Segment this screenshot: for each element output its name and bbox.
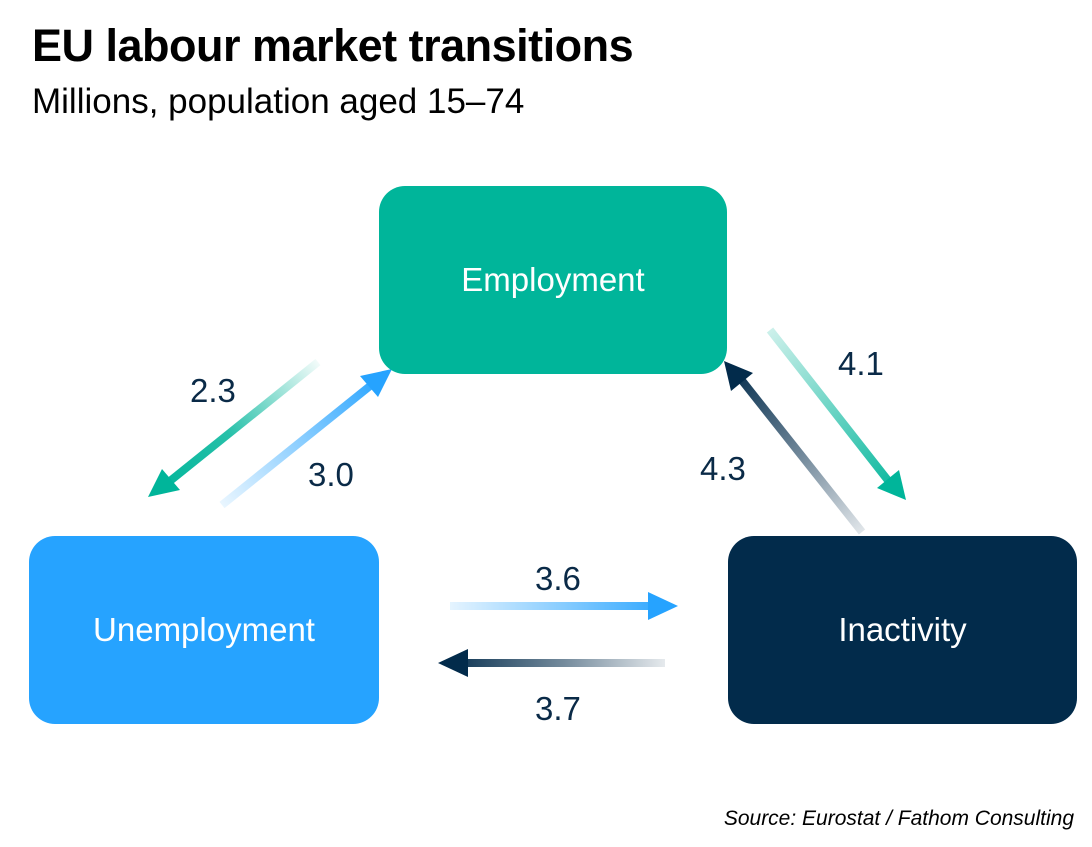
- arrow-employment-to-inactivity: [766, 327, 906, 500]
- label-employment-to-unemployment: 2.3: [190, 372, 236, 409]
- inactivity-box: Inactivity: [728, 536, 1077, 724]
- chart-subtitle: Millions, population aged 15–74: [32, 82, 525, 121]
- arrow-unemployment-to-inactivity: [450, 592, 678, 620]
- label-inactivity-to-employment: 4.3: [700, 450, 746, 487]
- chart-title: EU labour market transitions: [32, 20, 634, 71]
- arrow-employment-to-unemployment: [148, 358, 321, 497]
- label-unemployment-to-employment: 3.0: [308, 456, 354, 493]
- arrow-inactivity-to-unemployment: [438, 649, 665, 677]
- source-note: Source: Eurostat / Fathom Consulting: [723, 807, 1074, 830]
- label-unemployment-to-inactivity: 3.6: [535, 560, 581, 597]
- arrow-unemployment-to-employment: [219, 369, 392, 509]
- employment-box: Employment: [379, 186, 727, 374]
- arrow-inactivity-to-employment: [724, 361, 866, 535]
- unemployment-box: Unemployment: [29, 536, 379, 724]
- label-inactivity-to-unemployment: 3.7: [535, 690, 581, 727]
- label-employment-to-inactivity: 4.1: [838, 345, 884, 382]
